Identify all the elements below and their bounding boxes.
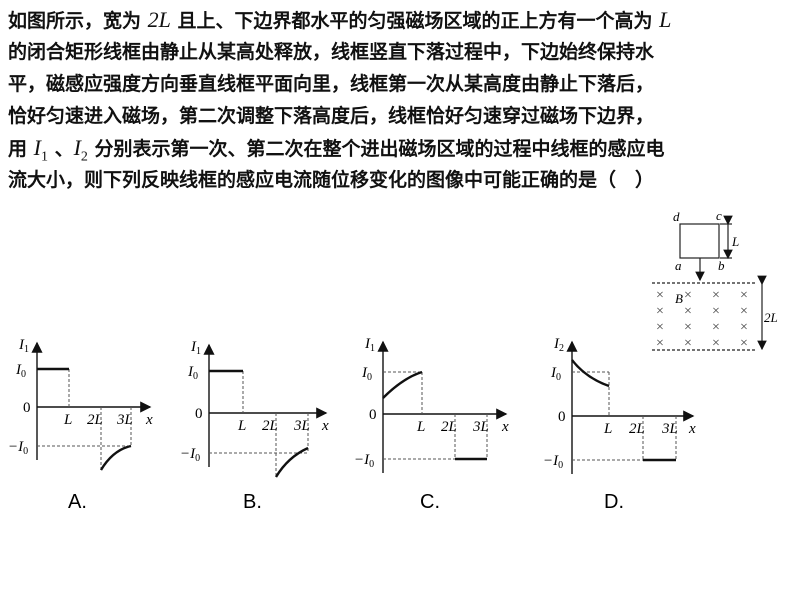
text-segment: 、: [47, 138, 74, 160]
text-segment: 的闭合矩形线框由静止从某高处释放，线框竖直下落过程中，下边始终保持水: [8, 41, 655, 63]
option-label[interactable]: B.: [243, 491, 262, 513]
origin-label: 0: [369, 407, 377, 423]
x-tick-label: L: [63, 412, 72, 428]
x-tick-label: 3L: [293, 418, 310, 434]
question-line: 如图所示，宽为 2L 且上、下边界都水平的匀强磁场区域的正上方有一个高为 L: [8, 4, 783, 36]
current-curve: [274, 446, 309, 478]
text-segment: 恰好匀速进入磁场，第二次调整下落高度后，线框恰好匀速穿过磁场下边界，: [8, 105, 655, 127]
frame-labels: d c a b L B 2L: [673, 208, 778, 325]
svg-text:b: b: [718, 258, 725, 273]
field-x-mark: ×: [684, 288, 692, 303]
current-curve: [99, 444, 132, 471]
math-symbol: I1: [33, 135, 48, 165]
text-segment: 流大小，则下列反映线框的感应电流随位移变化的图像中可能正确的是（ ）: [8, 169, 655, 191]
i0-label: I0: [15, 362, 26, 380]
current-curve: [382, 370, 423, 399]
x-axis-label: x: [688, 421, 696, 437]
question-line: 流大小，则下列反映线框的感应电流随位移变化的图像中可能正确的是（ ）: [8, 164, 783, 196]
svg-text:L: L: [731, 234, 739, 249]
neg-i0-label: −I0: [354, 452, 374, 470]
neg-i0-label: −I0: [543, 453, 563, 471]
text-segment: 平，磁感应强度方向垂直线框平面向里，线框第一次从某高度由静止下落后，: [8, 73, 655, 95]
field-x-mark: ×: [656, 320, 664, 335]
option-label[interactable]: D.: [604, 491, 624, 513]
x-tick-label: 2L: [441, 419, 457, 435]
x-tick-label: 3L: [661, 421, 678, 437]
origin-label: 0: [558, 409, 566, 425]
field-x-mark: ×: [712, 304, 720, 319]
x-axis-label: x: [321, 418, 329, 434]
x-tick-label: 2L: [629, 421, 645, 437]
text-segment: 分别表示第一次、第二次在整个进出磁场区域的过程中线框的感应电: [87, 138, 665, 160]
field-x-mark: ×: [684, 320, 692, 335]
field-x-mark: ×: [740, 336, 748, 351]
field-marks: ××××××××××××××××: [656, 288, 748, 351]
svg-text:a: a: [675, 258, 682, 273]
svg-text:c: c: [716, 208, 722, 223]
neg-i0-label: −I0: [8, 439, 28, 457]
y-axis-label: I1: [364, 336, 375, 354]
question-line: 平，磁感应强度方向垂直线框平面向里，线框第一次从某高度由静止下落后，: [8, 68, 783, 100]
math-symbol: L: [659, 7, 672, 32]
x-axis-label: x: [501, 419, 509, 435]
question-line: 用 I1 、I2 分别表示第一次、第二次在整个进出磁场区域的过程中线框的感应电: [8, 132, 783, 164]
neg-i0-label: −I0: [180, 446, 200, 464]
field-x-mark: ×: [740, 288, 748, 303]
y-axis-label: I2: [553, 336, 564, 354]
x-tick-label: 3L: [472, 419, 489, 435]
math-symbol: 2L: [147, 7, 171, 32]
frame-diagram: [652, 215, 767, 351]
x-tick-label: 3L: [116, 412, 133, 428]
field-x-mark: ×: [712, 336, 720, 351]
field-x-mark: ×: [684, 304, 692, 319]
question-line: 的闭合矩形线框由静止从某高处释放，线框竖直下落过程中，下边始终保持水: [8, 36, 783, 68]
x-tick-label: L: [416, 419, 425, 435]
text-segment: 且上、下边界都水平的匀强磁场区域的正上方有一个高为: [170, 10, 660, 32]
x-tick-label: L: [237, 418, 246, 434]
option-label[interactable]: A.: [68, 491, 87, 513]
i0-label: I0: [361, 365, 372, 383]
field-x-mark: ×: [740, 304, 748, 319]
field-x-mark: ×: [740, 320, 748, 335]
rectangular-frame: [679, 223, 720, 259]
origin-label: 0: [195, 406, 203, 422]
field-x-mark: ×: [656, 304, 664, 319]
text-segment: 用: [8, 138, 34, 160]
field-x-mark: ×: [712, 320, 720, 335]
field-x-mark: ×: [656, 288, 664, 303]
x-tick-label: L: [603, 421, 612, 437]
question-line: 恰好匀速进入磁场，第二次调整下落高度后，线框恰好匀速穿过磁场下边界，: [8, 100, 783, 132]
x-tick-label: 2L: [262, 418, 278, 434]
i0-label: I0: [187, 364, 198, 382]
math-symbol: I2: [73, 135, 88, 165]
field-x-mark: ×: [656, 336, 664, 351]
svg-text:B: B: [675, 291, 683, 306]
y-axis-label: I1: [18, 337, 29, 355]
x-axis-label: x: [145, 412, 153, 428]
origin-label: 0: [23, 400, 31, 416]
current-curve: [571, 359, 610, 388]
i0-label: I0: [550, 365, 561, 383]
field-x-mark: ×: [712, 288, 720, 303]
option-label[interactable]: C.: [420, 491, 440, 513]
x-tick-label: 2L: [87, 412, 103, 428]
text-segment: 如图所示，宽为: [8, 10, 148, 32]
field-x-mark: ×: [684, 336, 692, 351]
y-axis-label: I1: [190, 339, 201, 357]
svg-text:2L: 2L: [764, 310, 778, 325]
svg-text:d: d: [673, 209, 680, 224]
